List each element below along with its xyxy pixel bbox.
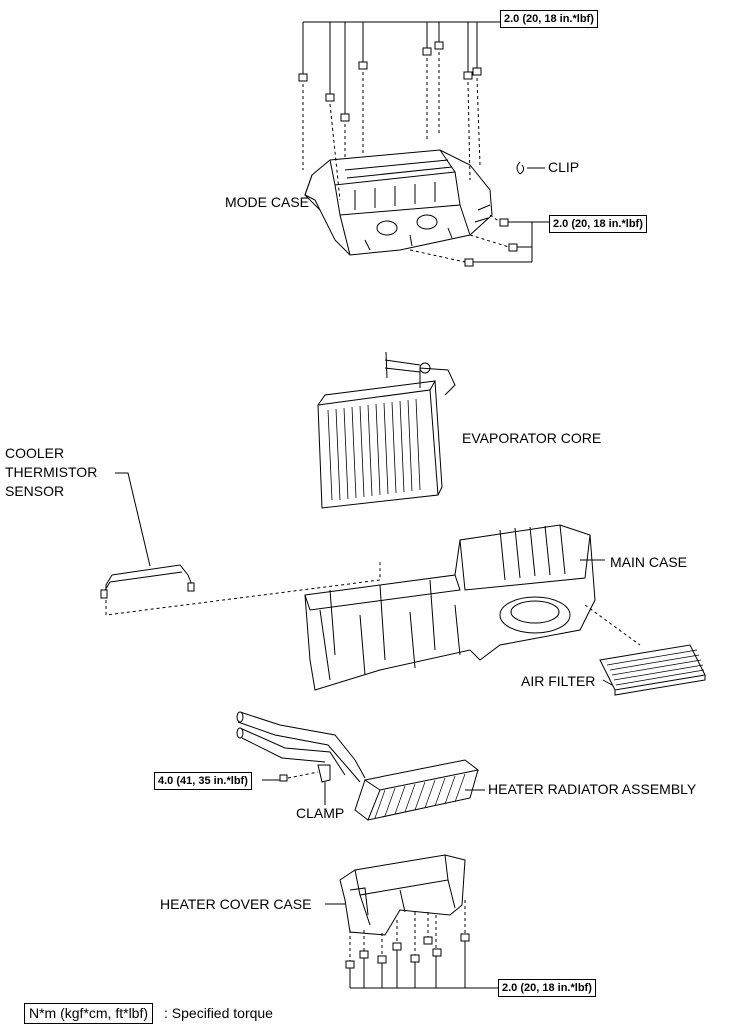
air-filter-drawing (599, 644, 706, 696)
label-main-case: MAIN CASE (610, 554, 688, 570)
cooler-thermistor-sensor-drawing (100, 472, 381, 616)
evaporator-core-drawing (317, 351, 456, 509)
clamp-part (262, 764, 331, 805)
label-air-filter: AIR FILTER (521, 673, 596, 689)
label-evaporator-core: EVAPORATOR CORE (462, 430, 602, 446)
label-heater-radiator: HEATER RADIATOR ASSEMBLY (488, 781, 697, 797)
torque-box-heater-radiator: 4.0 (41, 35 in.*lbf) (154, 772, 252, 790)
heater-radiator-drawing (236, 711, 485, 821)
mode-case-side-screws (409, 214, 549, 267)
torque-box-mode-case-top: 2.0 (20, 18 in.*lbf) (500, 10, 598, 28)
main-case-drawing (304, 524, 641, 691)
label-cooler-line1: COOLER (5, 445, 65, 461)
label-heater-cover-case: HEATER COVER CASE (160, 896, 312, 912)
legend-description: : Specified torque (164, 1005, 273, 1021)
mode-case-top-screws (298, 21, 500, 201)
label-cooler-line2: THERMISTOR (5, 464, 98, 480)
torque-box-mode-case-side: 2.0 (20, 18 in.*lbf) (549, 215, 647, 233)
label-mode-case: MODE CASE (225, 194, 310, 210)
label-clip: CLIP (548, 159, 580, 175)
label-clamp: CLAMP (296, 805, 345, 821)
clip-part (516, 161, 545, 175)
heater-cover-screws (345, 900, 498, 989)
label-cooler-line3: SENSOR (5, 483, 65, 499)
heater-cover-case-drawing (325, 854, 466, 936)
mode-case-drawing (304, 149, 493, 256)
legend-unit-box: N*m (kgf*cm, ft*lbf) (24, 1003, 154, 1024)
torque-box-heater-cover: 2.0 (20, 18 in.*lbf) (498, 979, 596, 997)
